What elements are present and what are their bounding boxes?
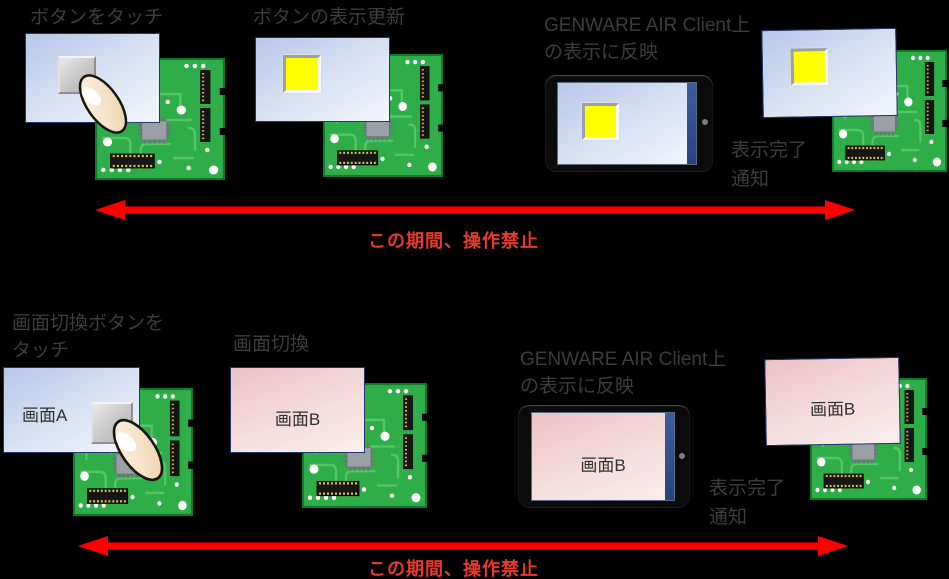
bottom-step3-label: GENWARE AIR Client上 の表示に反映 [520, 346, 726, 400]
bottom-step2-label: 画面切換 [233, 331, 309, 358]
top-step3-label-line1: GENWARE AIR Client上 [544, 15, 751, 36]
screen-a-label: 画面A [22, 406, 68, 425]
bottom-step3-label-line1: GENWARE AIR Client上 [520, 349, 727, 370]
bottom-notify-line2: 通知 [709, 507, 748, 528]
bottom-notify-line1: 表示完了 [709, 478, 786, 499]
bottom-step2-label-text: 画面切換 [233, 334, 310, 355]
screen-edge-strip [665, 413, 674, 500]
highlighted-button-yellow [790, 48, 829, 86]
top-prohibited-period-arrow [95, 200, 855, 220]
bottom-step1-label: 画面切換ボタンを タッチ [12, 310, 164, 364]
top-step2-screen [255, 37, 390, 122]
top-step2-label: ボタンの表示更新 [253, 4, 405, 31]
bottom-caption: この期間、操作禁止 [368, 559, 539, 579]
bottom-notify-label: 表示完了 通知 [709, 474, 785, 532]
top-notify-line1: 表示完了 [731, 140, 808, 161]
screen-b-label: 画面B [809, 399, 856, 420]
top-notify-line2: 通知 [731, 169, 770, 190]
top-step3-label-line2: の表示に反映 [544, 42, 659, 63]
tablet-screen: 画面B [531, 412, 675, 501]
top-step4-screen [761, 27, 898, 119]
top-step1-label-text: ボタンをタッチ [30, 7, 164, 28]
tablet-camera-dot [679, 453, 685, 459]
screen-b-label: 画面B [274, 410, 321, 429]
top-step3-label: GENWARE AIR Client上 の表示に反映 [544, 12, 750, 66]
bottom-step3-label-line2: の表示に反映 [520, 376, 635, 397]
bottom-step1-label-line2: タッチ [12, 340, 70, 361]
tablet-device: 画面B [518, 405, 690, 508]
screen-b-panel: 画面B [230, 367, 365, 453]
tablet-screen [557, 82, 697, 165]
top-notify-label: 表示完了 通知 [731, 136, 807, 194]
top-caption: この期間、操作禁止 [368, 231, 539, 251]
highlighted-button-yellow [582, 103, 619, 140]
screen-b-label: 画面B [580, 456, 626, 475]
top-step2-label-text: ボタンの表示更新 [253, 7, 406, 28]
tablet-camera-dot [702, 119, 708, 125]
bottom-step1-label-line1: 画面切換ボタンを [12, 313, 165, 334]
screen-edge-strip [687, 83, 696, 164]
screen-b-panel: 画面B [764, 356, 901, 447]
highlighted-button-yellow [283, 55, 321, 93]
bottom-prohibited-period-arrow [78, 536, 848, 556]
top-step1-label: ボタンをタッチ [30, 4, 163, 31]
tablet-device [545, 75, 713, 172]
